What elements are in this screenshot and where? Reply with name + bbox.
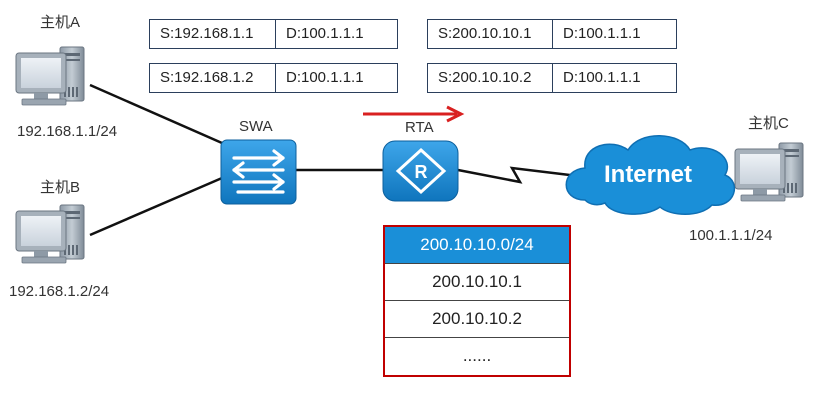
link-rta-internet bbox=[457, 166, 579, 184]
nat-address-pool: 200.10.10.0/24 200.10.10.1 200.10.10.2 .… bbox=[383, 225, 571, 377]
packet-header-after-nat-1: S:200.10.10.1 D:100.1.1.1 bbox=[427, 19, 677, 49]
packet-header-before-nat-1: S:192.168.1.1 D:100.1.1.1 bbox=[149, 19, 398, 49]
packet-destination: D:100.1.1.1 bbox=[563, 69, 641, 86]
switch-icon bbox=[220, 139, 297, 205]
host-a-computer-icon bbox=[15, 46, 85, 106]
packet-destination: D:100.1.1.1 bbox=[286, 69, 364, 86]
packet-header-after-nat-2: S:200.10.10.2 D:100.1.1.1 bbox=[427, 63, 677, 93]
host-c-ip: 100.1.1.1/24 bbox=[689, 227, 773, 244]
packet-source: S:192.168.1.1 bbox=[150, 20, 276, 48]
host-a-name: 主机A bbox=[40, 14, 81, 31]
host-c-computer-icon bbox=[734, 142, 804, 202]
host-c-name: 主机C bbox=[748, 115, 789, 132]
host-a-ip: 192.168.1.1/24 bbox=[17, 123, 118, 140]
flow-arrow bbox=[363, 105, 465, 123]
link-host-b-swa bbox=[89, 176, 223, 237]
address-pool-entry: 200.10.10.2 bbox=[385, 301, 569, 338]
link-host-a-swa bbox=[89, 83, 223, 145]
packet-source: S:200.10.10.2 bbox=[428, 64, 553, 92]
internet-cloud-icon: Internet bbox=[565, 135, 736, 215]
address-pool-entry: 200.10.10.1 bbox=[385, 264, 569, 301]
router-icon: R bbox=[382, 140, 459, 202]
links bbox=[89, 83, 579, 237]
packet-destination: D:100.1.1.1 bbox=[563, 25, 641, 42]
address-pool-entry: ...... bbox=[462, 346, 492, 365]
internet-label: Internet bbox=[604, 161, 692, 188]
router-symbol: R bbox=[415, 162, 428, 182]
packet-source: S:192.168.1.2 bbox=[150, 64, 276, 92]
host-b-ip: 192.168.1.2/24 bbox=[9, 283, 110, 300]
packet-source: S:200.10.10.1 bbox=[428, 20, 553, 48]
packet-header-before-nat-2: S:192.168.1.2 D:100.1.1.1 bbox=[149, 63, 398, 93]
host-b-computer-icon bbox=[15, 204, 85, 264]
rta-label: RTA bbox=[405, 119, 434, 136]
address-pool-header: 200.10.10.0/24 bbox=[385, 227, 569, 264]
packet-destination: D:100.1.1.1 bbox=[286, 25, 364, 42]
host-b-name: 主机B bbox=[40, 179, 81, 196]
swa-label: SWA bbox=[239, 118, 273, 135]
